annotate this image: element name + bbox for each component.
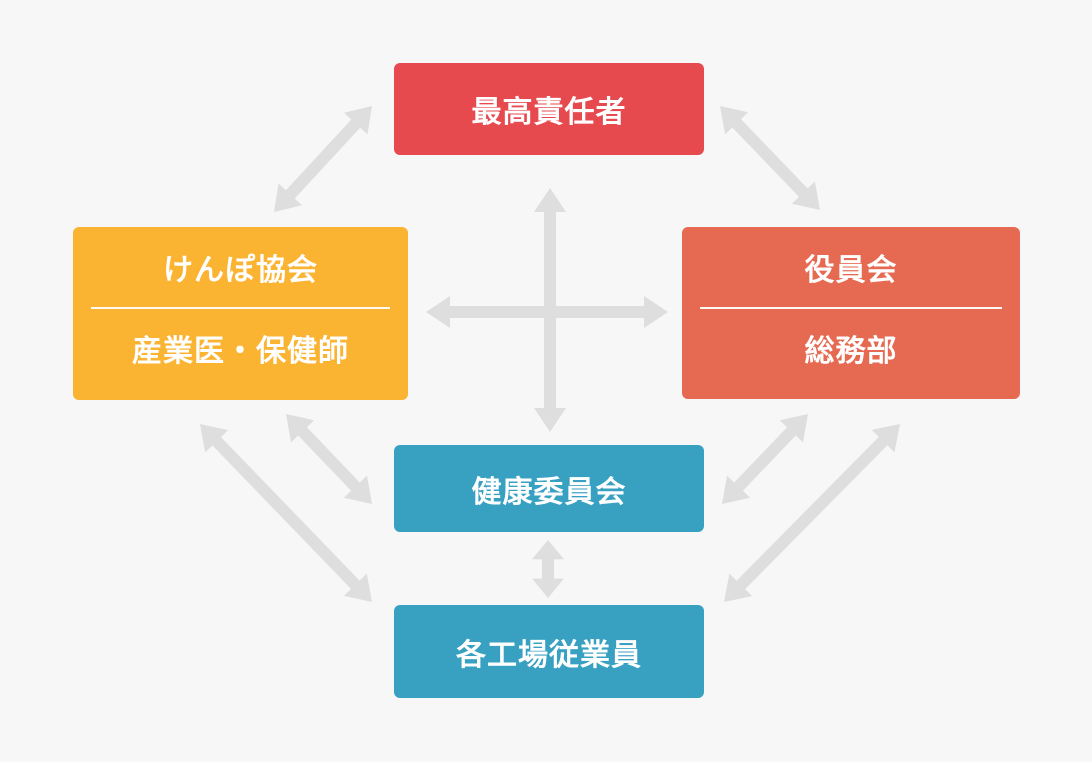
top-executive-label: 最高責任者 [471,95,627,130]
arrow-left-bottom [200,424,373,603]
industrial-physician-label: 産業医・保健師 [132,334,349,369]
arrow-left-middle [286,414,373,505]
kenpo-association-box: けんぽ協会 産業医・保健師 [73,227,408,400]
top-executive-box: 最高責任者 [394,63,704,155]
arrow-right-bottom [723,424,900,602]
board-label: 役員会 [804,253,898,288]
general-affairs-label: 総務部 [804,334,898,369]
board-box: 役員会 総務部 [682,227,1020,399]
arrow-top-right [720,106,821,211]
arrow-middle-bottom [532,540,564,598]
health-committee-box: 健康委員会 [394,445,704,532]
kenpo-divider [91,307,390,309]
kenpo-association-label: けんぽ協会 [163,253,318,288]
arrow-top-middle [534,188,566,432]
arrow-left-top [274,106,372,212]
factory-employees-box: 各工場従業員 [394,605,704,698]
arrow-right-middle [722,414,808,505]
health-committee-label: 健康委員会 [471,474,627,510]
factory-employees-label: 各工場従業員 [456,637,642,673]
board-divider [700,307,1002,309]
